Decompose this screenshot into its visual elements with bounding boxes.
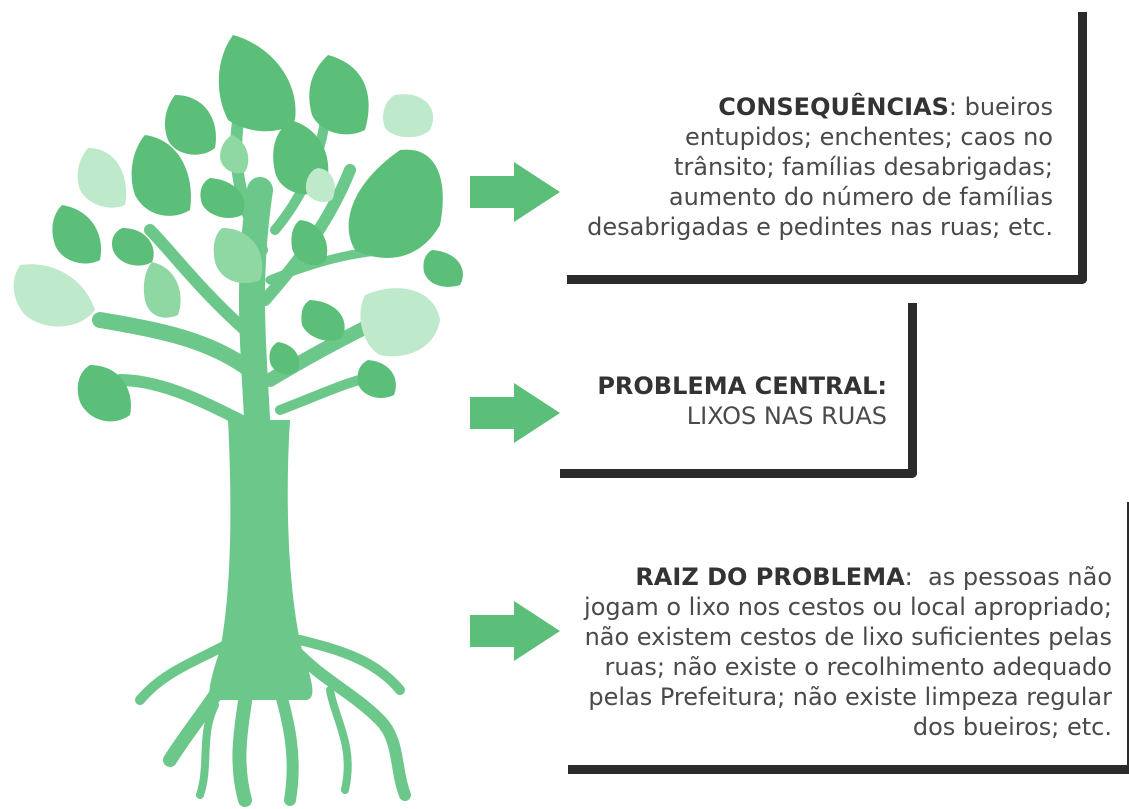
consequences-frame [567,12,1087,284]
root-problem-line: jogam o lixo nos cestos ou local apropri… [584,593,1112,621]
tree-trunk [209,420,313,700]
leaf [305,168,335,202]
arrow-right-icon [470,601,560,661]
leaf [348,149,443,258]
arrow-right-icon [470,162,560,222]
leaf [213,228,263,284]
leaf [131,135,191,216]
root-problem-line: dos bueiros; etc. [912,713,1112,741]
consequences-line-1: CONSEQUÊNCIAS: bueiros [718,93,1053,121]
consequences-line: trânsito; famílias desabrigadas; [673,153,1053,181]
leaf [218,35,296,132]
consequences-line: entupidos; enchentes; caos no [684,123,1053,151]
central-problem-line: LIXOS NAS RUAS [686,402,887,430]
leaf [269,342,300,375]
root-problem-line-1: RAIZ DO PROBLEMA: as pessoas não [635,563,1112,591]
leaf [360,288,440,357]
leaf [301,300,345,341]
central-problem-frame [560,303,917,478]
leaf [13,264,95,327]
leaf [52,205,102,264]
tree-leaves [13,35,463,422]
leaf [77,365,131,422]
leaf [77,148,127,208]
consequences-line: aumento do número de famílias [668,183,1053,211]
consequences-line: desabrigadas e pedintes nas ruas; etc. [587,213,1053,241]
leaf [423,250,463,287]
leaf [357,360,396,398]
root-problem-line: não existem cestos de lixo suficientes p… [584,623,1112,651]
central-problem-text: PROBLEMA CENTRAL: LIXOS NAS RUAS [597,371,887,431]
tree-illustration [13,35,463,807]
leaf [164,95,216,155]
leaf [309,55,369,135]
root-problem-line: pelas Prefeitura; não existe limpeza reg… [588,683,1112,711]
root-problem-line: ruas; não existe o recolhimento adequado [604,653,1112,681]
leaf [112,228,154,266]
leaf [383,94,434,138]
root-problem-text: RAIZ DO PROBLEMA: as pessoas não jogam o… [584,562,1112,742]
root-problem-heading: RAIZ DO PROBLEMA [635,563,905,591]
arrow-right-icon [470,383,560,443]
root-problem-frame [568,502,1129,774]
leaf [200,178,245,218]
consequences-text: CONSEQUÊNCIAS: bueiros entupidos; enchen… [587,92,1053,242]
leaf [291,220,328,266]
leaf [220,135,249,174]
leaf [143,262,181,318]
consequences-heading: CONSEQUÊNCIAS [718,93,949,121]
central-problem-heading: PROBLEMA CENTRAL: [597,372,887,400]
